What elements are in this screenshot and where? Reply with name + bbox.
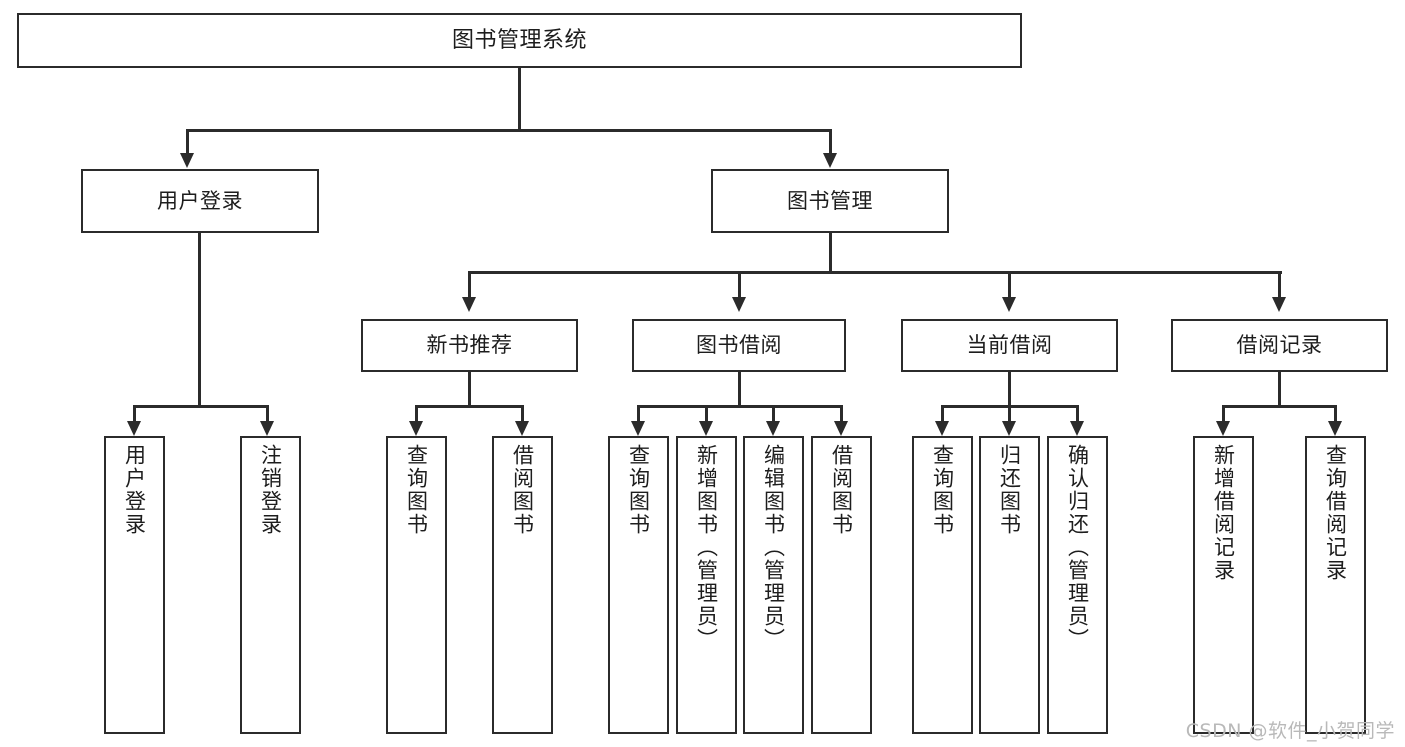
connector-drop-borrow-record: [1278, 271, 1281, 299]
node-label: 查询图书: [930, 444, 955, 536]
node-leaf-borrow-book-2[interactable]: 借阅图书: [811, 436, 872, 734]
arrow-book-management: [823, 153, 837, 168]
connector-drop-current-borrow: [1008, 271, 1011, 299]
connector-drop-book-borrow: [738, 271, 741, 299]
node-label: 查询图书: [626, 444, 651, 536]
connector-drop-leaf-borrow-book-1: [521, 405, 524, 424]
connector-user-login-bus: [133, 405, 268, 408]
arrow-leaf-add-book: [699, 421, 713, 436]
connector-level2-bus: [186, 129, 832, 132]
node-label: 借阅图书: [510, 444, 535, 536]
connector-drop-leaf-add-record: [1222, 405, 1225, 424]
connector-drop-leaf-add-book: [705, 405, 708, 424]
node-label: 借阅图书: [829, 444, 854, 536]
connector-borrow-record-stem: [1278, 372, 1281, 407]
node-leaf-query-book-1[interactable]: 查询图书: [386, 436, 447, 734]
arrow-current-borrow: [1002, 297, 1016, 312]
connector-drop-book-management: [829, 129, 832, 155]
node-leaf-borrow-book-1[interactable]: 借阅图书: [492, 436, 553, 734]
arrow-leaf-logout-login: [260, 421, 274, 436]
node-borrow-record[interactable]: 借阅记录: [1171, 319, 1388, 372]
node-leaf-return-book[interactable]: 归还图书: [979, 436, 1040, 734]
node-leaf-query-book-2[interactable]: 查询图书: [608, 436, 669, 734]
arrow-leaf-query-book-1: [409, 421, 423, 436]
csdn-watermark: CSDN @软件_小贺同学: [1185, 720, 1395, 742]
connector-new-book-recommend-stem: [468, 372, 471, 407]
node-label: 用户登录: [122, 444, 147, 536]
node-label: 新书推荐: [426, 333, 513, 358]
connector-drop-leaf-query-record: [1334, 405, 1337, 424]
node-label: 当前借阅: [966, 333, 1053, 358]
node-leaf-confirm-return[interactable]: 确认归还（管理员）: [1047, 436, 1108, 734]
arrow-leaf-edit-book: [766, 421, 780, 436]
connector-drop-leaf-query-book-1: [415, 405, 418, 424]
connector-user-login-stem: [198, 233, 201, 407]
connector-new-book-recommend-bus: [415, 405, 523, 408]
connector-drop-leaf-edit-book: [772, 405, 775, 424]
arrow-borrow-record: [1272, 297, 1286, 312]
arrow-leaf-add-record: [1216, 421, 1230, 436]
node-leaf-edit-book[interactable]: 编辑图书（管理员）: [743, 436, 804, 734]
arrow-new-book-recommend: [462, 297, 476, 312]
node-label: 注销登录: [258, 444, 283, 536]
connector-drop-leaf-query-book-3: [941, 405, 944, 424]
arrow-leaf-query-book-3: [935, 421, 949, 436]
connector-book-borrow-bus: [637, 405, 842, 408]
node-leaf-add-book[interactable]: 新增图书（管理员）: [676, 436, 737, 734]
connector-drop-leaf-return-book: [1008, 405, 1011, 424]
arrow-leaf-return-book: [1002, 421, 1016, 436]
node-label: 归还图书: [997, 444, 1022, 536]
node-current-borrow[interactable]: 当前借阅: [901, 319, 1118, 372]
node-label: 借阅记录: [1236, 333, 1323, 358]
connector-borrow-record-bus: [1222, 405, 1336, 408]
arrow-leaf-user-login: [127, 421, 141, 436]
connector-drop-user-login: [186, 129, 189, 155]
node-label: 图书管理系统: [451, 27, 587, 53]
node-label: 查询借阅记录: [1323, 444, 1348, 582]
node-leaf-add-record[interactable]: 新增借阅记录: [1193, 436, 1254, 734]
node-book-management[interactable]: 图书管理: [711, 169, 949, 233]
arrow-leaf-borrow-book-2: [834, 421, 848, 436]
arrow-user-login: [180, 153, 194, 168]
connector-drop-leaf-user-login: [133, 405, 136, 424]
node-new-book-recommend[interactable]: 新书推荐: [361, 319, 578, 372]
connector-level3-bus: [468, 271, 1282, 274]
node-label: 图书借阅: [696, 333, 782, 358]
node-label: 新增图书（管理员）: [694, 444, 719, 651]
connector-book-management-stem: [829, 233, 832, 273]
node-label: 图书管理: [787, 188, 873, 213]
connector-book-borrow-stem: [738, 372, 741, 407]
node-leaf-query-book-3[interactable]: 查询图书: [912, 436, 973, 734]
node-label: 编辑图书（管理员）: [761, 444, 786, 651]
node-root-system[interactable]: 图书管理系统: [17, 13, 1022, 68]
node-leaf-user-login[interactable]: 用户登录: [104, 436, 165, 734]
node-label: 查询图书: [404, 444, 429, 536]
node-leaf-logout-login[interactable]: 注销登录: [240, 436, 301, 734]
arrow-leaf-query-record: [1328, 421, 1342, 436]
node-label: 用户登录: [157, 188, 243, 213]
connector-drop-leaf-borrow-book-2: [840, 405, 843, 424]
node-label: 确认归还（管理员）: [1065, 444, 1090, 651]
arrow-leaf-query-book-2: [631, 421, 645, 436]
arrow-leaf-borrow-book-1: [515, 421, 529, 436]
node-label: 新增借阅记录: [1211, 444, 1236, 582]
connector-current-borrow-stem: [1008, 372, 1011, 407]
node-leaf-query-record[interactable]: 查询借阅记录: [1305, 436, 1366, 734]
connector-drop-new-book-recommend: [468, 271, 471, 299]
connector-drop-leaf-query-book-2: [637, 405, 640, 424]
arrow-book-borrow: [732, 297, 746, 312]
connector-drop-leaf-confirm-return: [1076, 405, 1079, 424]
node-user-login[interactable]: 用户登录: [81, 169, 319, 233]
arrow-leaf-confirm-return: [1070, 421, 1084, 436]
node-book-borrow[interactable]: 图书借阅: [632, 319, 846, 372]
connector-drop-leaf-logout-login: [266, 405, 269, 424]
connector-root-stem: [518, 68, 521, 131]
